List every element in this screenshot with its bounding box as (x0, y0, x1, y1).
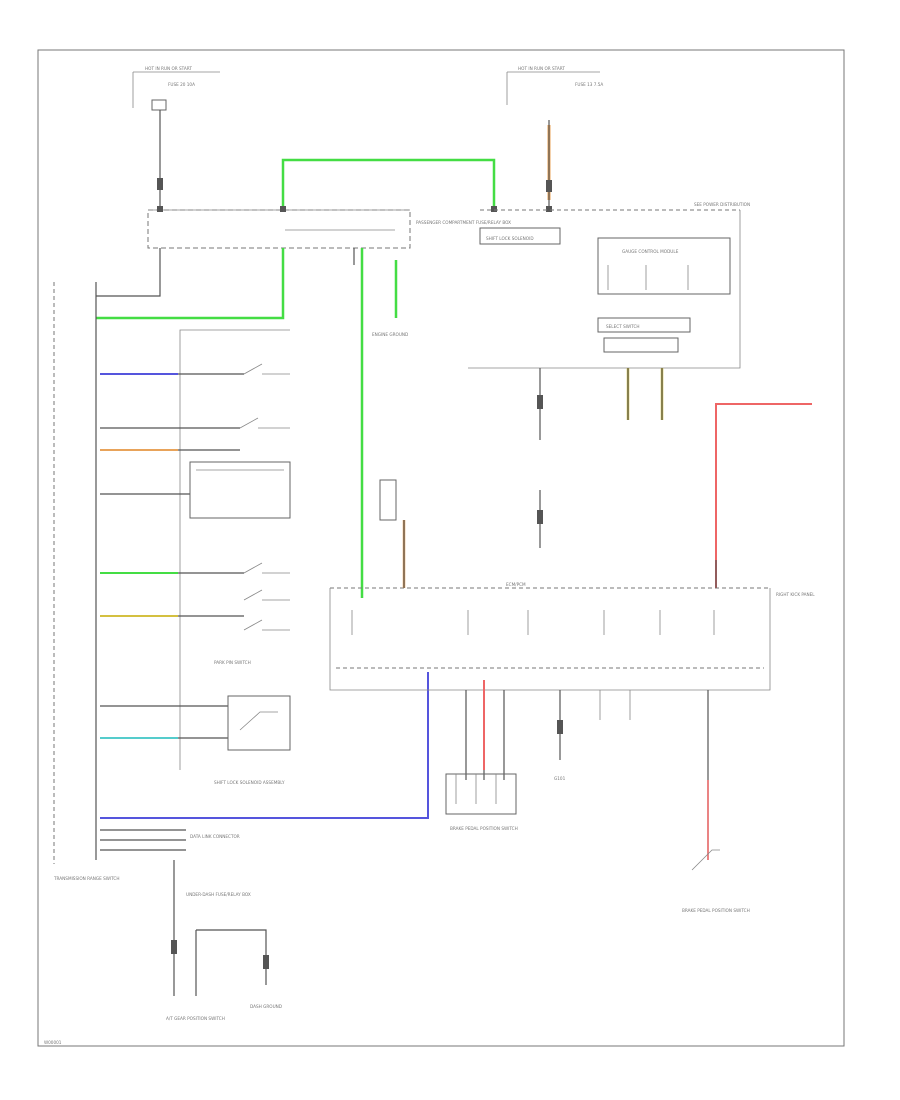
diagram-border (37, 49, 845, 1047)
shift-lock-label: SHIFT LOCK SOLENOID (486, 236, 534, 241)
select-switches: PARK PIN SWITCH SHIFT LOCK SOLENOID ASSE… (189, 363, 291, 785)
blue-wire-bottom (100, 672, 429, 819)
engine-ground-label: ENGINE GROUND (372, 332, 408, 337)
green-wire-top (281, 158, 496, 210)
park-pin-switch-label: PARK PIN SWITCH (214, 660, 251, 665)
pcm-bottom-connectors: BRAKE PEDAL POSITION SWITCH G101 BRAKE P… (445, 680, 750, 913)
figure-id: W00001 (44, 1040, 62, 1045)
a-t-gear-position-label: A/T GEAR POSITION SWITCH (166, 1016, 225, 1021)
red-wire-right (715, 403, 812, 588)
top-left-fuse-label: HOT IN RUN OR START (145, 66, 192, 71)
pcm-block-top: SHIFT LOCK SOLENOID GAUGE CONTROL MODULE… (468, 202, 750, 369)
junction-block: PASSENGER COMPARTMENT FUSE/RELAY BOX (147, 206, 552, 249)
ecm-pcm-label: ECM/PCM (506, 582, 526, 587)
ground-label: G101 (554, 776, 566, 781)
shift-lock-assembly-label: SHIFT LOCK SOLENOID ASSEMBLY (214, 780, 285, 785)
green-wire-drop (96, 248, 285, 320)
bottom-left-connectors: DATA LINK CONNECTOR TRANSMISSION RANGE S… (53, 829, 282, 1021)
under-dash-box-label: UNDER-DASH FUSE/RELAY BOX (186, 892, 251, 897)
gauge-control-label: GAUGE CONTROL MODULE (622, 249, 679, 254)
brake-switch-label: BRAKE PEDAL POSITION SWITCH (450, 826, 518, 831)
junction-block-label: PASSENGER COMPARTMENT FUSE/RELAY BOX (416, 220, 511, 225)
right-block-label: RIGHT KICK PANEL (776, 592, 815, 597)
dash-ground-label: DASH GROUND (250, 1004, 282, 1009)
transmission-range-label: TRANSMISSION RANGE SWITCH (53, 876, 120, 881)
data-link-label: DATA LINK CONNECTOR (190, 834, 240, 839)
top-right-fuse-label: HOT IN RUN OR START (518, 66, 565, 71)
top-left-fuse-feed: HOT IN RUN OR START FUSE 20 10A (132, 66, 220, 208)
bottom-right-switch-label: BRAKE PEDAL POSITION SWITCH (682, 908, 750, 913)
top-right-note: SEE POWER DISTRIBUTION (694, 202, 750, 207)
fuse-1-label: FUSE 20 10A (168, 82, 195, 87)
top-right-fuse-feed: HOT IN RUN OR START FUSE 13 7.5A (506, 66, 603, 210)
fuse-2-label: FUSE 13 7.5A (575, 82, 603, 87)
select-switch-label: SELECT SWITCH (606, 324, 640, 329)
